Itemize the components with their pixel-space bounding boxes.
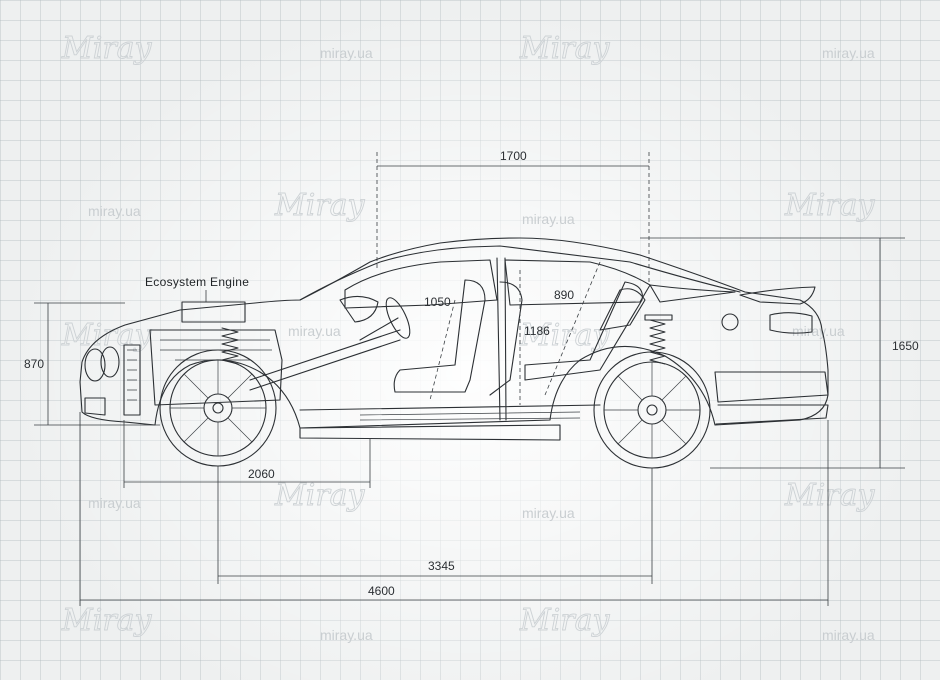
watermark-site: miray.ua	[822, 45, 875, 61]
rear-seat	[524, 281, 643, 381]
dim-cabin-height: 1186	[524, 324, 550, 338]
rear-wheel	[593, 351, 711, 469]
watermark-logo: Miray	[519, 31, 611, 66]
headlight	[84, 348, 106, 382]
watermarks: Miray Miray Miray Miray Miray Miray Mira…	[61, 31, 876, 643]
watermark-site: miray.ua	[822, 627, 875, 643]
b-pillar	[496, 257, 501, 421]
chassis-rail	[299, 424, 561, 441]
intake	[181, 301, 246, 323]
rear-spokes	[604, 362, 700, 458]
rear-diffuser	[715, 404, 829, 425]
fuel-cap	[721, 313, 739, 331]
drive-shaft	[249, 329, 401, 391]
rear-spring	[649, 319, 666, 365]
rear-headrest	[599, 288, 646, 331]
watermark-site: miray.ua	[88, 203, 141, 219]
engine-label: Ecosystem Engine	[145, 275, 249, 289]
rear-window	[504, 259, 651, 306]
dim-front-height: 870	[24, 357, 44, 371]
rear-spoiler	[739, 286, 816, 305]
dim-rear-seat: 890	[554, 288, 574, 302]
watermark-site: miray.ua	[522, 211, 575, 227]
dim-overall-height: 1650	[892, 339, 919, 353]
b-pillar-inner	[504, 257, 507, 421]
rear-hub	[637, 395, 667, 425]
watermark-site: miray.ua	[288, 323, 341, 339]
floor-line	[299, 404, 601, 411]
front-hub	[203, 393, 233, 423]
dim-890-line	[544, 261, 601, 396]
dim-1050-line	[429, 299, 456, 401]
steering-column	[359, 317, 399, 341]
dim-roof-span: 1700	[500, 149, 527, 163]
roof-line	[299, 245, 741, 301]
front-wheel	[159, 349, 277, 467]
fog-lamp	[84, 397, 106, 416]
dim-front-seat: 1050	[424, 295, 451, 309]
watermark-logo: Miray	[519, 603, 611, 638]
rear-axle	[646, 404, 658, 416]
mirror	[339, 295, 379, 323]
steering-wheel	[385, 297, 411, 339]
front-seat-back	[489, 281, 523, 396]
front-spokes	[170, 360, 266, 456]
dim-overall-length: 4600	[368, 584, 395, 598]
front-window	[344, 259, 498, 309]
watermark-logo: Miray	[784, 188, 876, 223]
front-spring	[221, 327, 239, 365]
front-seat	[393, 279, 486, 393]
headlight-inner	[100, 346, 120, 378]
rear-lamp	[769, 312, 813, 334]
watermark-site: miray.ua	[320, 45, 373, 61]
rear-bumper	[714, 371, 829, 403]
quarter-window	[649, 284, 736, 303]
watermark-site: miray.ua	[88, 495, 141, 511]
watermark-logo: Miray	[274, 478, 366, 513]
dimension-lines: 1700 870 1650 1050 890 1186 2060 3345 46…	[24, 149, 919, 606]
watermark-site: miray.ua	[320, 627, 373, 643]
watermark-logo: Miray	[61, 603, 153, 638]
watermark-logo: Miray	[61, 31, 153, 66]
watermark-logo: Miray	[784, 478, 876, 513]
dim-front-overhang: 2060	[248, 467, 275, 481]
watermark-logo: Miray	[274, 188, 366, 223]
radiator	[123, 344, 141, 416]
dim-wheelbase: 3345	[428, 559, 455, 573]
body-outline	[79, 237, 829, 429]
exhaust-line	[359, 411, 581, 421]
radiator-fins	[127, 349, 137, 401]
front-axle	[212, 402, 224, 414]
car-body	[79, 237, 829, 441]
watermark-site: miray.ua	[522, 505, 575, 521]
rear-strut-top	[644, 314, 673, 321]
watermark-site: miray.ua	[792, 323, 845, 339]
